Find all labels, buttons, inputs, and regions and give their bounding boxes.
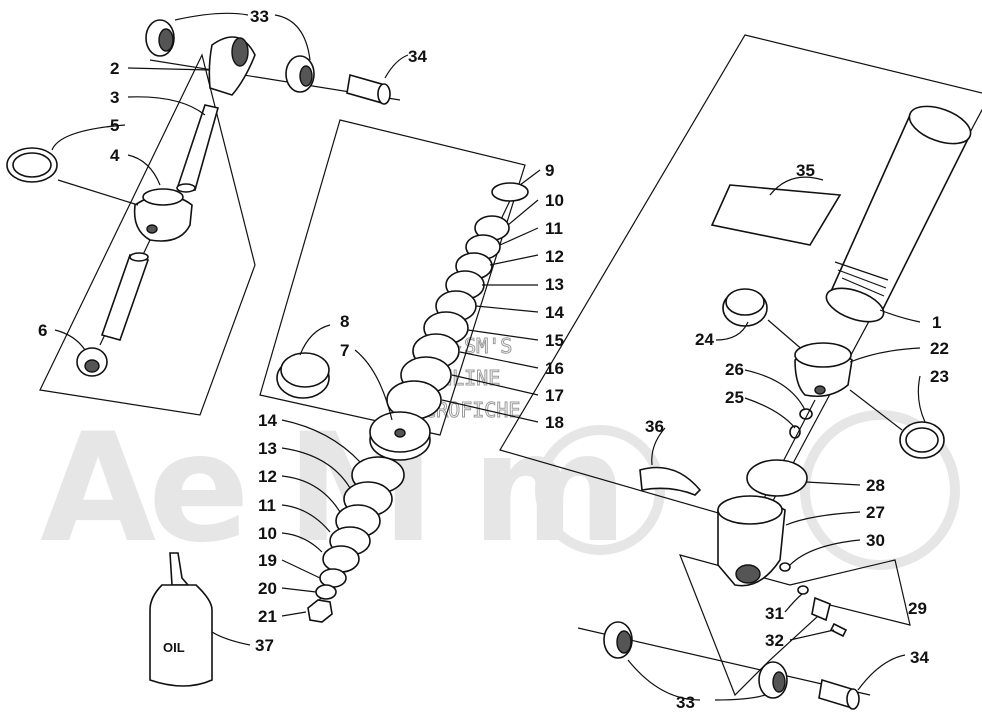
callout-34-top: 34 (408, 47, 427, 66)
shaft-eye-2 (208, 36, 256, 96)
callout-23: 23 (930, 367, 949, 386)
callout-33-bottom: 33 (676, 693, 695, 712)
group-frames (39, 34, 982, 697)
oring-23-leader (849, 389, 903, 431)
oring-28 (746, 459, 808, 497)
callout-13-top: 13 (545, 275, 564, 294)
callout-36: 36 (645, 417, 664, 436)
callout-4: 4 (110, 146, 120, 165)
valve-29 (811, 596, 831, 622)
shaft-lower (100, 252, 150, 341)
callout-6: 6 (38, 321, 47, 340)
callout-19: 19 (258, 551, 277, 570)
callout-12-top: 12 (545, 247, 564, 266)
callout-27: 27 (866, 503, 885, 522)
callout-35: 35 (796, 161, 815, 180)
piston-ring-8 (276, 352, 330, 399)
callout-33-top: 33 (250, 7, 269, 26)
callout-24: 24 (695, 330, 714, 349)
callout-1: 1 (932, 313, 941, 332)
bushing-33-top (145, 19, 175, 57)
watermark-wheel-2 (535, 425, 665, 555)
valve-cap-32 (829, 622, 848, 638)
callout-14-top: 14 (545, 303, 564, 322)
seal-36 (639, 466, 702, 496)
callout-8: 8 (340, 312, 349, 331)
frame-lower-right (679, 554, 911, 697)
label-35 (710, 184, 842, 246)
callout-30: 30 (866, 531, 885, 550)
oring-5 (6, 147, 58, 183)
washer-20 (315, 584, 337, 600)
watermark-wheel (800, 410, 960, 570)
oil-bottle-37: OIL (149, 552, 213, 687)
callout-21: 21 (258, 607, 277, 626)
oring-5-leader (57, 179, 139, 206)
shaft-3 (176, 104, 219, 193)
frame-middle (259, 119, 526, 436)
callout-20: 20 (258, 579, 277, 598)
bushing-33-bottom (603, 621, 633, 659)
callout-10-bottom: 10 (258, 524, 277, 543)
callout-11-bottom: 11 (258, 496, 276, 515)
callout-14-bottom: 14 (258, 411, 277, 430)
callout-37: 37 (255, 636, 274, 655)
washer-19 (319, 568, 347, 588)
washer-6 (76, 347, 108, 377)
sleeve-34-bottom (818, 678, 860, 710)
fitting-30 (779, 562, 791, 572)
valve-stack (276, 182, 529, 623)
callout-numbers: 33 34 2 3 5 4 6 8 7 9 10 11 12 13 14 15 … (38, 7, 949, 712)
callout-9: 9 (545, 161, 554, 180)
body-tube-1 (825, 105, 972, 323)
callout-25: 25 (725, 388, 744, 407)
callout-11-top: 11 (545, 219, 563, 238)
callout-26: 26 (725, 360, 744, 379)
oring-23 (899, 421, 945, 459)
callout-16: 16 (545, 359, 564, 378)
shim-10-bottom (322, 545, 360, 573)
callout-31: 31 (765, 604, 784, 623)
spacer-33-bottom (758, 661, 788, 699)
callout-13-bottom: 13 (258, 439, 277, 458)
spacer-33-top (285, 55, 315, 93)
callout-32: 32 (765, 631, 784, 650)
leader-lines (51, 12, 926, 701)
eyelet-body-27 (717, 495, 786, 587)
callout-2: 2 (110, 59, 119, 78)
oring-31 (797, 585, 809, 595)
callout-7: 7 (340, 341, 349, 360)
oil-label: OIL (163, 640, 185, 655)
callout-5: 5 (110, 116, 119, 135)
callout-34-bottom: 34 (910, 648, 929, 667)
washer-9 (491, 182, 529, 202)
sleeve-34-top (346, 73, 391, 105)
piston-7 (369, 411, 431, 461)
nut-21 (307, 599, 333, 623)
callout-28: 28 (866, 476, 885, 495)
callout-18: 18 (545, 413, 564, 432)
callout-17: 17 (545, 386, 564, 405)
callout-29: 29 (908, 599, 927, 618)
frame-left (39, 53, 256, 416)
callout-22: 22 (930, 339, 949, 358)
callout-10-top: 10 (545, 191, 564, 210)
cap-22 (794, 342, 853, 398)
left-assembly (6, 19, 401, 377)
callout-12-bottom: 12 (258, 467, 277, 486)
bearing-head-4 (133, 188, 193, 242)
oring-24 (722, 288, 768, 327)
right-assembly (577, 105, 972, 710)
callout-15: 15 (545, 331, 564, 350)
callout-3: 3 (110, 88, 119, 107)
oring-24-leader (767, 319, 806, 353)
